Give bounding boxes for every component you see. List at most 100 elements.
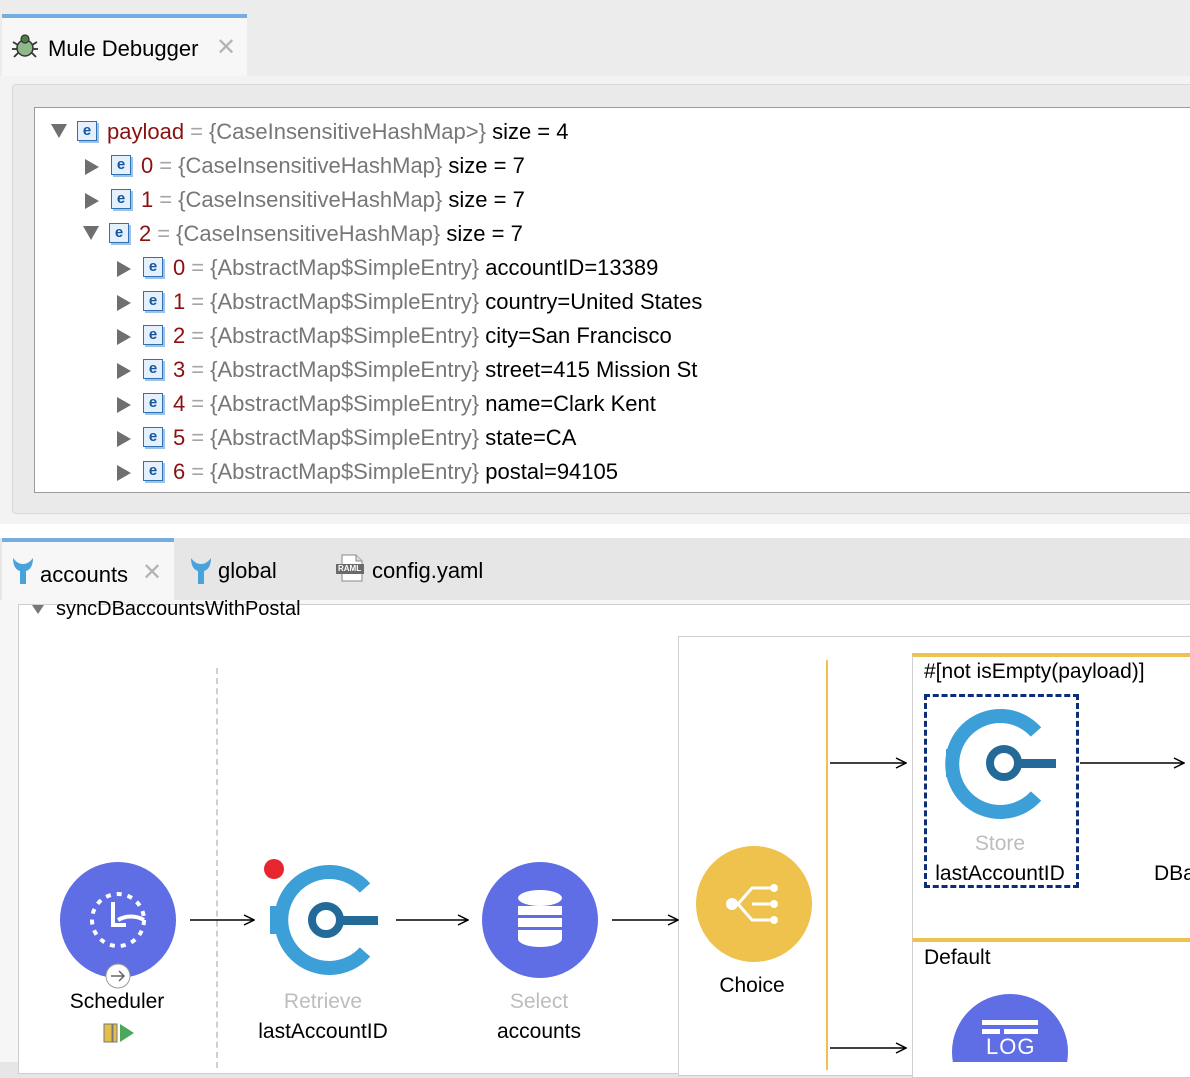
- variable-name: 4: [173, 391, 186, 416]
- store-title: Store: [974, 832, 1026, 855]
- variable-type: {CaseInsensitiveHashMap}: [178, 187, 443, 212]
- variable-name: 6: [173, 459, 186, 484]
- collapsed-arrow-icon[interactable]: [117, 261, 131, 278]
- variable-value: size = 7: [448, 153, 525, 178]
- variable-value: accountID=13389: [485, 255, 659, 280]
- variable-type: {CaseInsensitiveHashMap>}: [208, 119, 486, 144]
- tab-label: accounts: [40, 562, 129, 587]
- select-title: Select: [509, 990, 569, 1013]
- tree-row[interactable]: e payload={CaseInsensitiveHashMap>} size …: [51, 115, 569, 149]
- source-divider: [216, 668, 218, 1068]
- flow-name[interactable]: syncDBaccountsWithPostal: [56, 598, 301, 620]
- entry-type-icon: e: [143, 325, 163, 346]
- equals-sign: =: [190, 119, 203, 144]
- equals-sign: =: [157, 221, 171, 246]
- store-node[interactable]: [945, 709, 1056, 819]
- entry-type-icon: e: [143, 427, 163, 448]
- logger-node[interactable]: [952, 994, 1068, 1062]
- collapse-triangle-icon[interactable]: [32, 605, 44, 614]
- variable-value: country=United States: [485, 289, 703, 314]
- retrieve-subtitle: lastAccountID: [258, 1020, 388, 1043]
- variable-type: {AbstractMap$SimpleEntry}: [210, 391, 480, 416]
- close-icon[interactable]: ✕: [142, 559, 163, 586]
- choice-node[interactable]: [696, 846, 812, 962]
- raml-badge: RAML: [338, 564, 362, 573]
- select-subtitle: accounts: [496, 1020, 582, 1043]
- entry-type-icon: e: [143, 257, 163, 278]
- variable-name: 1: [141, 187, 154, 212]
- view-separator: [0, 524, 1190, 538]
- variable-type: {CaseInsensitiveHashMap}: [178, 153, 443, 178]
- equals-sign: =: [191, 357, 205, 382]
- tab-config-yaml[interactable]: RAML config.yaml: [330, 538, 530, 600]
- variable-name: payload: [107, 119, 185, 144]
- variable-name: 0: [173, 255, 186, 280]
- variable-value: street=415 Mission St: [485, 357, 698, 382]
- tab-mule-debugger[interactable]: Mule Debugger ✕: [2, 14, 247, 76]
- retrieve-node[interactable]: [270, 865, 378, 975]
- variable-type: {AbstractMap$SimpleEntry}: [210, 323, 480, 348]
- variable-type: {AbstractMap$SimpleEntry}: [210, 425, 480, 450]
- variable-type: {CaseInsensitiveHashMap}: [176, 221, 441, 246]
- close-icon[interactable]: ✕: [216, 34, 237, 61]
- scheduler-label: Scheduler: [69, 990, 165, 1013]
- equals-sign: =: [159, 153, 173, 178]
- variable-value: postal=94105: [485, 459, 618, 484]
- expanded-arrow-icon[interactable]: [51, 124, 67, 139]
- debug-step-icon: [103, 1023, 134, 1043]
- variable-type: {AbstractMap$SimpleEntry}: [210, 255, 480, 280]
- equals-sign: =: [191, 425, 205, 450]
- breakpoint-icon[interactable]: [264, 859, 284, 879]
- variable-value: size = 7: [448, 187, 525, 212]
- route-default-label: Default: [924, 946, 991, 969]
- variable-name: 0: [141, 153, 154, 178]
- entry-type-icon: e: [143, 393, 163, 414]
- collapsed-arrow-icon[interactable]: [117, 431, 131, 448]
- entry-type-icon: e: [109, 223, 129, 244]
- collapsed-arrow-icon[interactable]: [117, 295, 131, 312]
- equals-sign: =: [159, 187, 173, 212]
- retrieve-title: Retrieve: [283, 990, 363, 1013]
- mule-icon: [13, 558, 33, 584]
- variable-type: {AbstractMap$SimpleEntry}: [210, 289, 480, 314]
- variable-name: 1: [173, 289, 186, 314]
- collapsed-arrow-icon[interactable]: [85, 159, 99, 176]
- variable-type: {AbstractMap$SimpleEntry}: [210, 459, 480, 484]
- variable-name: 3: [173, 357, 186, 382]
- collapsed-arrow-icon[interactable]: [117, 465, 131, 482]
- equals-sign: =: [191, 255, 205, 280]
- tab-label: Mule Debugger: [48, 36, 199, 61]
- collapsed-arrow-icon[interactable]: [117, 397, 131, 414]
- tab-accounts[interactable]: accounts ✕: [2, 538, 174, 600]
- select-node[interactable]: [482, 862, 598, 978]
- collapsed-arrow-icon[interactable]: [117, 329, 131, 346]
- collapsed-arrow-icon[interactable]: [117, 363, 131, 380]
- raml-file-icon: RAML: [336, 554, 366, 582]
- variable-name: 5: [173, 425, 186, 450]
- flow-arrows: [190, 763, 1184, 1048]
- entry-type-icon: e: [143, 461, 163, 482]
- logger-icon-text: LOG: [986, 1034, 1036, 1059]
- choice-branch-bar: [826, 660, 828, 1070]
- collapsed-arrow-icon[interactable]: [85, 193, 99, 210]
- route-when[interactable]: [912, 653, 1190, 955]
- variable-value: size = 4: [492, 119, 569, 144]
- tab-global[interactable]: global: [178, 538, 318, 600]
- variable-name: 2: [173, 323, 186, 348]
- scheduler-node[interactable]: [60, 862, 176, 989]
- entry-type-icon: e: [77, 121, 97, 142]
- bug-icon: [12, 34, 38, 58]
- expanded-arrow-icon[interactable]: [83, 226, 99, 241]
